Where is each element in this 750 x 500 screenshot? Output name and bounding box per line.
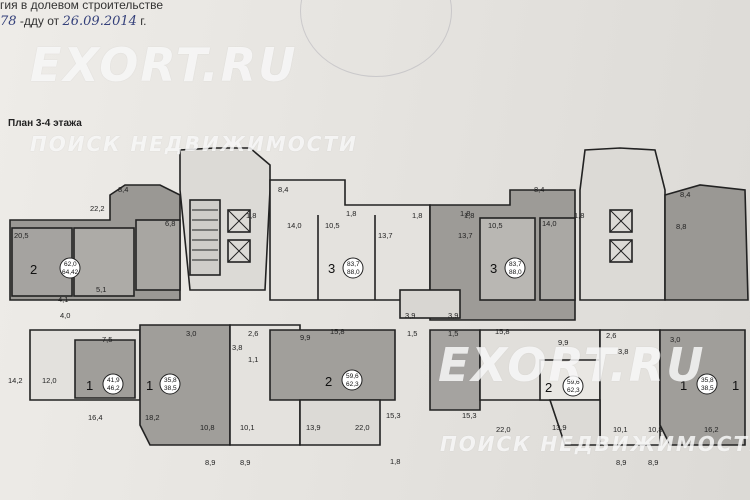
header-line-1: гия в долевом строительстве [0, 0, 163, 12]
header-text: гия в долевом строительстве [0, 0, 164, 12]
apt-rooms: 1 [732, 378, 739, 393]
room-area-label: 16,2 [704, 425, 719, 434]
room-area-label: 4,0 [60, 311, 70, 320]
apt-area-total: 83,7 [347, 261, 360, 268]
apt-area-total: 41,9 [107, 377, 120, 384]
room-area-label: 13,7 [458, 231, 473, 240]
room-area-label: 1,1 [248, 355, 258, 364]
apt-rooms: 1 [680, 378, 687, 393]
room-area-label: 4,1 [58, 295, 68, 304]
room-area-label: 8,4 [680, 190, 690, 199]
room-area-label: 16,4 [88, 413, 103, 422]
apt-area-total: 83,7 [509, 261, 522, 268]
room-area-label: 15,3 [462, 411, 477, 420]
room-area-label: 22,0 [496, 425, 511, 434]
header-contract-label: -дду от [19, 14, 60, 28]
room-area-label: 1,8 [464, 211, 474, 220]
watermark-tagline-bottom: ПОИСК НЕДВИЖИМОСТИ [440, 432, 750, 456]
room-area-label: 1,8 [460, 209, 470, 218]
contract-number: 78 [0, 14, 17, 29]
room-area-label: 9,9 [558, 338, 568, 347]
room-area-label: 13,9 [306, 423, 321, 432]
apt-rooms: 2 [30, 262, 37, 277]
room-area-label: 8,9 [240, 458, 250, 467]
room-area-label: 20,5 [14, 231, 29, 240]
apt-area-living: 88,0 [509, 269, 522, 276]
watermark-tagline-top: ПОИСК НЕДВИЖИМОСТИ [30, 132, 358, 156]
room-area-label: 22,2 [90, 204, 105, 213]
room-area-label: 13,9 [552, 423, 567, 432]
apt-area-living: 38,5 [701, 385, 714, 392]
room-area-label: 14,2 [8, 376, 23, 385]
apt-area-living: 46,2 [107, 385, 120, 392]
room-area-label: 10,1 [613, 425, 628, 434]
room-area-label: 10,5 [488, 221, 503, 230]
room-area-label: 3,8 [618, 347, 628, 356]
room-area-label: 8,9 [648, 458, 658, 467]
room-area-label: 10,8 [200, 423, 215, 432]
room-area-label: 1,5 [407, 329, 417, 338]
room-area-label: 8,8 [676, 222, 686, 231]
room-area-label: 10,5 [325, 221, 340, 230]
room-area-label: 7,5 [102, 335, 112, 344]
room-area-label: 18,2 [145, 413, 160, 422]
room-area-label: 2,6 [248, 329, 258, 338]
apt-rooms: 1 [86, 378, 93, 393]
room-area-label: 8,9 [616, 458, 626, 467]
apt-area-living: 62,3 [567, 387, 580, 394]
room-area-label: 8,4 [534, 185, 544, 194]
room-area-label: 15,8 [330, 327, 345, 336]
room-area-label: 1,8 [346, 209, 356, 218]
room-area-label: 13,7 [378, 231, 393, 240]
room-area-label: 1,8 [390, 457, 400, 466]
room-area-label: 12,0 [42, 376, 57, 385]
room-area-label: 9,9 [300, 333, 310, 342]
room-area-label: 1,8 [246, 211, 256, 220]
room-area-label: 10,1 [240, 423, 255, 432]
watermark-brand-bottom: EXORT.RU [438, 338, 706, 392]
room-area-label: 15,3 [386, 411, 401, 420]
room-area-label: 3,0 [670, 335, 680, 344]
apt-area-total: 35,8 [701, 377, 714, 384]
room-area-label: 2,6 [606, 331, 616, 340]
apt-area-total: 62,0 [64, 261, 77, 268]
apt-area-total: 35,8 [164, 377, 177, 384]
room-area-label: 8,4 [118, 185, 128, 194]
header-year-suffix: г. [140, 14, 147, 28]
apt-area-total: 59,6 [346, 373, 359, 380]
apt-rooms: 2 [325, 374, 332, 389]
room-area-label: 1,8 [574, 211, 584, 220]
apt-rooms: 2 [545, 380, 552, 395]
apt-area-living: 88,0 [347, 269, 360, 276]
header-line-2: 78 -дду от 26.09.2014 г. [0, 14, 147, 29]
room-area-label: 14,0 [542, 219, 557, 228]
apt-rooms: 3 [328, 261, 335, 276]
room-area-label: 1,8 [412, 211, 422, 220]
contract-date: 26.09.2014 [62, 14, 137, 29]
plan-title: План 3-4 этажа [8, 118, 82, 129]
apt-area-living: 64,42 [62, 269, 79, 276]
room-area-label: 3,8 [232, 343, 242, 352]
room-area-label: 22,0 [355, 423, 370, 432]
apt-area-living: 38,5 [164, 385, 177, 392]
room-area-label: 3,9 [405, 311, 415, 320]
room-area-label: 8,9 [205, 458, 215, 467]
room-area-label: 3,0 [186, 329, 196, 338]
apt-area-total: 59,6 [567, 379, 580, 386]
watermark-brand-top: EXORT.RU [30, 38, 298, 92]
room-area-label: 14,0 [287, 221, 302, 230]
room-area-label: 15,8 [495, 327, 510, 336]
apt-area-living: 62,3 [346, 381, 359, 388]
room-area-label: 1,5 [448, 329, 458, 338]
room-area-label: 3,9 [448, 311, 458, 320]
room-area-label: 6,8 [165, 219, 175, 228]
room-area-label: 8,4 [278, 185, 288, 194]
apt-rooms: 3 [490, 261, 497, 276]
room-area-label: 10,8 [648, 425, 663, 434]
room-area-label: 5,1 [96, 285, 106, 294]
apt-rooms: 1 [146, 378, 153, 393]
